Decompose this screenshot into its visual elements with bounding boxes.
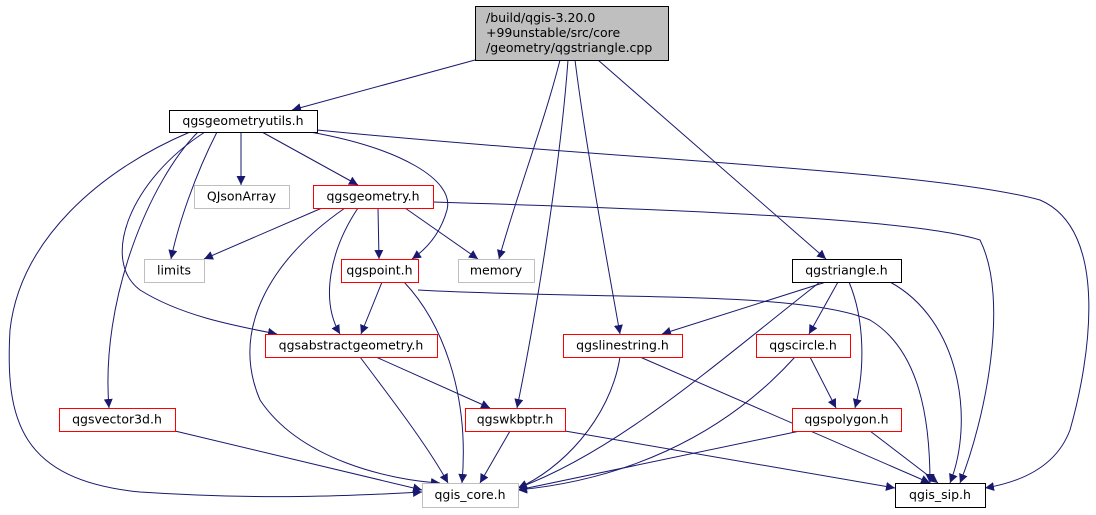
edge-qgspolygon-to-qgis_core (517, 430, 801, 493)
edge-qgsabstractgeometry-to-qgis_core (359, 356, 449, 484)
edge-qgsgeometry-to-qgspoint (374, 207, 384, 260)
edge-qgsgeometry-to-limits (203, 207, 323, 260)
node-box-qjsonarray (194, 185, 290, 209)
edge-root-to-qgslinestring (574, 59, 623, 335)
edge-qgstriangle-to-qgspolygon (848, 281, 863, 409)
edge-qgscircle-to-qgspolygon (809, 356, 837, 409)
node-qgspoint[interactable]: qgspoint.h (341, 259, 419, 283)
edge-root-to-qgsgeometryutils (291, 59, 476, 112)
edge-qgsvector3d-to-qgis_core (174, 430, 423, 493)
edge-qgsgeometryutils-to-qgspoint (309, 131, 449, 260)
node-qgis_sip[interactable]: qgis_sip.h (895, 483, 986, 508)
edge-qgsgeometry-to-qgis_core (249, 207, 441, 487)
node-qgsgeometry[interactable]: qgsgeometry.h (313, 185, 434, 209)
node-box-qgsgeometryutils (169, 110, 318, 133)
edge-root-to-qgswkbptr (514, 59, 569, 409)
edge-qgsgeometryutils-to-qgis_core (8, 131, 423, 498)
edge-qgsgeometryutils-to-qgsabstractgeometry (121, 131, 278, 337)
edge-qgslinestring-to-qgis_sip (639, 356, 931, 484)
edge-qgspoint-to-qgis_core (403, 281, 468, 484)
edge-qgsabstractgeometry-to-qgswkbptr (375, 356, 491, 409)
node-box-qgslinestring (563, 334, 683, 358)
node-qgsvector3d[interactable]: qgsvector3d.h (59, 408, 176, 432)
nodes-layer: /build/qgis-3.20.0+99unstable/src/core/g… (59, 6, 986, 508)
node-label-qgstriangle: qgstriangle.h (805, 263, 887, 278)
node-label-qjsonarray: QJsonArray (207, 189, 277, 204)
node-label-qgsvector3d: qgsvector3d.h (72, 412, 162, 427)
node-box-qgsgeometry (313, 185, 434, 209)
node-box-qgsabstractgeometry (265, 334, 438, 358)
node-box-qgsvector3d (59, 408, 176, 432)
node-label-limits: limits (157, 263, 191, 278)
edge-qgsgeometryutils-to-limits (168, 131, 218, 260)
edge-qgslinestring-to-qgis_core (517, 356, 621, 489)
node-box-limits (144, 259, 205, 283)
node-label-qgswkbptr: qgswkbptr.h (477, 412, 554, 427)
node-label-root-1: /build/qgis-3.20.0 (486, 10, 595, 25)
edge-qgscircle-to-qgis_core (517, 356, 796, 494)
node-qjsonarray[interactable]: QJsonArray (194, 185, 290, 209)
node-qgstriangle[interactable]: qgstriangle.h (792, 259, 902, 283)
node-box-qgspoint (341, 259, 419, 283)
node-label-memory: memory (470, 263, 523, 278)
node-box-qgscircle (756, 334, 851, 358)
edge-qgstriangle-to-qgslinestring (661, 281, 827, 336)
node-label-root-3: /geometry/qgstriangle.cpp (486, 40, 652, 55)
node-label-qgsgeometry: qgsgeometry.h (326, 189, 419, 204)
edge-qgsgeometry-to-qgsabstractgeometry (329, 207, 359, 335)
edge-qgswkbptr-to-qgis_sip (564, 430, 896, 491)
node-qgis_core[interactable]: qgis_core.h (422, 483, 519, 508)
node-label-qgspoint: qgspoint.h (346, 263, 412, 278)
edge-root-to-qgstriangle (597, 59, 827, 260)
edge-qgswkbptr-to-qgis_core (479, 430, 511, 484)
edge-qgstriangle-to-qgis_sip (889, 281, 962, 484)
node-limits[interactable]: limits (144, 259, 205, 283)
edge-qgstriangle-to-qgis_core (517, 281, 821, 490)
edge-qgsgeometry-to-qgis_sip (432, 201, 995, 484)
edges-layer (8, 59, 1090, 498)
node-label-qgslinestring: qgslinestring.h (576, 338, 669, 353)
node-qgsabstractgeometry[interactable]: qgsabstractgeometry.h (265, 334, 438, 358)
node-qgsgeometryutils[interactable]: qgsgeometryutils.h (169, 110, 318, 133)
node-qgspolygon[interactable]: qgspolygon.h (792, 408, 902, 432)
edge-qgsgeometry-to-memory (404, 207, 479, 260)
node-qgslinestring[interactable]: qgslinestring.h (563, 334, 683, 358)
node-label-qgis_sip: qgis_sip.h (909, 487, 971, 502)
node-label-qgscircle: qgscircle.h (769, 338, 837, 353)
edge-qgspoint-to-qgsabstractgeometry (360, 281, 383, 335)
node-label-qgis_core: qgis_core.h (434, 487, 505, 502)
edge-qgsgeometryutils-to-qgsvector3d (103, 131, 199, 409)
node-box-qgspolygon (792, 408, 902, 432)
node-memory[interactable]: memory (458, 259, 535, 283)
node-box-qgis_sip (895, 483, 986, 508)
node-qgswkbptr[interactable]: qgswkbptr.h (465, 408, 566, 432)
edge-root-to-memory (497, 59, 561, 260)
node-box-qgis_core (422, 483, 519, 508)
node-box-qgswkbptr (465, 408, 566, 432)
edge-qgspoint-to-qgis_sip (417, 289, 935, 484)
edge-qgstriangle-to-qgscircle (808, 281, 839, 335)
node-label-qgspolygon: qgspolygon.h (804, 412, 888, 427)
edge-qgsgeometryutils-to-qgis_sip (316, 129, 1090, 491)
node-label-qgsgeometryutils: qgsgeometryutils.h (182, 113, 303, 128)
node-box-qgstriangle (792, 259, 902, 283)
node-label-qgsabstractgeometry: qgsabstractgeometry.h (279, 338, 424, 353)
edge-qgspolygon-to-qgis_sip (869, 430, 939, 484)
node-qgscircle[interactable]: qgscircle.h (756, 334, 851, 358)
node-root: /build/qgis-3.20.0+99unstable/src/core/g… (475, 6, 669, 61)
node-label-root-2: +99unstable/src/core (486, 25, 620, 40)
node-box-memory (458, 259, 535, 283)
edge-qgsgeometryutils-to-qgsgeometry (261, 131, 359, 186)
node-box-root (475, 6, 669, 61)
